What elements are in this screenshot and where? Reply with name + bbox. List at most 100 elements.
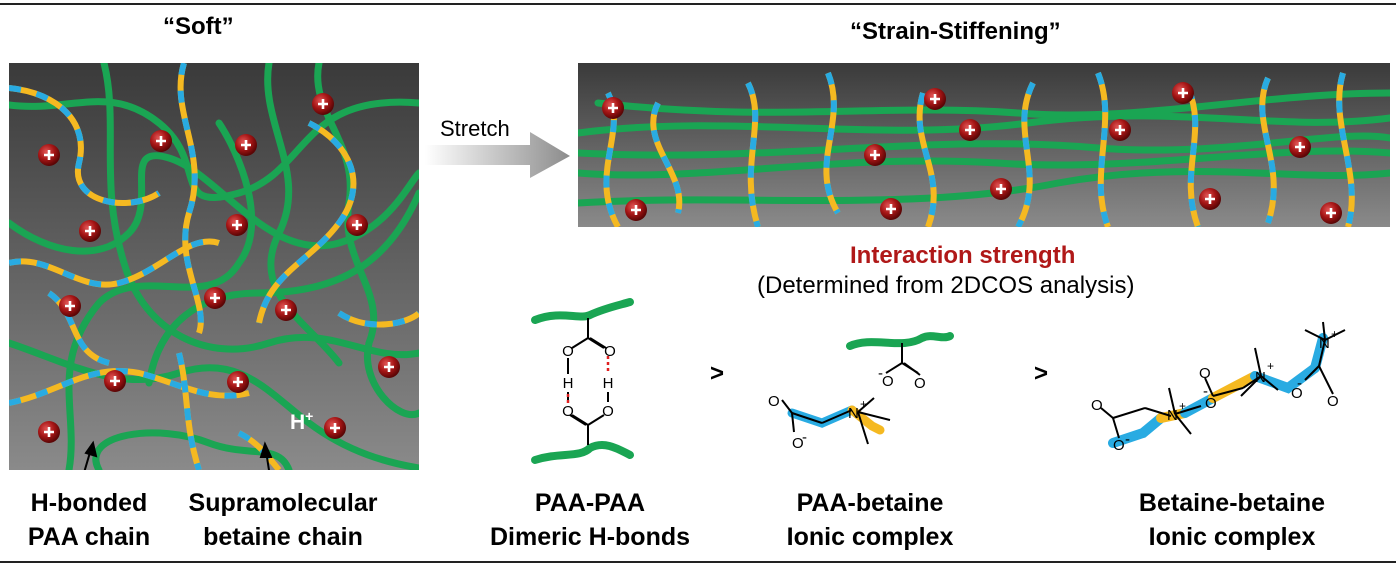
paa-backbone — [531, 298, 634, 324]
svg-text:+: + — [1267, 359, 1274, 373]
cation-icon — [150, 130, 172, 152]
cation-icon — [924, 88, 946, 110]
paa-chain — [100, 63, 419, 359]
svg-text:O: O — [604, 343, 616, 360]
paa-chain — [578, 112, 1390, 137]
greater-than-sign: > — [1034, 360, 1049, 387]
cation-icon — [346, 214, 368, 236]
cation-icon — [990, 178, 1012, 200]
interaction-strength-title: Interaction strength — [850, 242, 1076, 269]
cations — [38, 93, 400, 443]
svg-text:+: + — [1179, 399, 1186, 413]
svg-text:O: O — [1327, 393, 1339, 410]
cation-icon — [378, 356, 400, 378]
svg-text:-: - — [802, 429, 807, 446]
svg-text:O: O — [1205, 395, 1217, 412]
svg-text:+: + — [860, 397, 867, 411]
paa-chain — [65, 119, 256, 470]
svg-text:+: + — [1331, 327, 1338, 341]
svg-text:O: O — [1091, 397, 1103, 414]
cation-icon — [104, 370, 126, 392]
betaine-betaine-structure: O O - N + O O - N + O - O N + — [1091, 321, 1346, 454]
cation-icon — [1199, 188, 1221, 210]
cation-icon — [864, 144, 886, 166]
paa-chain — [264, 63, 343, 367]
strain-cations — [602, 82, 1342, 224]
betaine-chain-segment — [9, 85, 161, 206]
cation-icon — [1289, 136, 1311, 158]
cation-icon — [312, 93, 334, 115]
stretch-label: Stretch — [440, 116, 510, 141]
svg-text:-: - — [878, 365, 883, 382]
betaine-chain — [9, 368, 250, 406]
cation-icon — [275, 299, 297, 321]
cation-icon — [38, 421, 60, 443]
svg-text:-: - — [1203, 383, 1208, 400]
cation-icon — [625, 199, 647, 221]
strain-stiffening-title: “Strain-Stiffening” — [850, 18, 1061, 45]
soft-title: “Soft” — [163, 13, 234, 40]
svg-text:N: N — [1255, 369, 1266, 386]
svg-text:O: O — [1113, 437, 1125, 454]
cation-icon — [959, 119, 981, 141]
svg-text:-: - — [1297, 375, 1302, 392]
paa-chain — [578, 167, 1390, 207]
cation-icon — [1320, 202, 1342, 224]
cation-icon — [204, 287, 226, 309]
svg-text:N: N — [848, 405, 859, 422]
cation-icon — [59, 295, 81, 317]
cation-icon — [235, 134, 257, 156]
svg-text:O: O — [914, 375, 926, 392]
paa-paa-dimer-structure: O O H H O O — [531, 298, 634, 464]
cation-icon — [880, 198, 902, 220]
paa-chains — [9, 63, 419, 470]
cation-icon — [1109, 119, 1131, 141]
cation-icon — [227, 371, 249, 393]
interaction-strength-subtitle: (Determined from 2DCOS analysis) — [757, 272, 1135, 299]
legend-pointer-arrows — [83, 440, 273, 470]
svg-text:O: O — [768, 393, 780, 410]
cation-icon — [79, 220, 101, 242]
paa-backbone — [531, 441, 634, 464]
svg-text:H: H — [563, 375, 574, 392]
strain-stiffening-network-panel — [578, 63, 1390, 227]
cation-icon — [602, 97, 624, 119]
bottom-border — [0, 561, 1396, 563]
paa-chain — [314, 63, 419, 419]
cation-icon — [38, 144, 60, 166]
greater-than-sign: > — [710, 360, 725, 387]
svg-text:O: O — [602, 403, 614, 420]
svg-text:O: O — [792, 435, 804, 452]
proton-label: H+ — [290, 408, 313, 434]
svg-text:O: O — [1199, 365, 1211, 382]
paa-chain — [578, 132, 1390, 159]
top-border — [0, 3, 1396, 5]
cation-icon — [324, 417, 346, 439]
svg-text:N: N — [1167, 407, 1178, 424]
svg-text:O: O — [1291, 385, 1303, 402]
betaine-chain — [177, 63, 204, 334]
betaine-chain-segment — [337, 310, 419, 328]
svg-text:O: O — [882, 373, 894, 390]
paa-backbone — [846, 332, 954, 350]
soft-network-panel: H+ — [9, 63, 419, 470]
betaine-chain-segment — [9, 238, 220, 288]
paa-chain — [92, 429, 293, 470]
paa-chain — [145, 189, 419, 387]
cation-icon — [1172, 82, 1194, 104]
betaine-chain-segment — [47, 290, 110, 366]
betaine-chain-segment — [256, 120, 357, 324]
cation-icon — [226, 214, 248, 236]
svg-text:H: H — [603, 375, 614, 392]
stretched-betaine-chains — [603, 71, 1355, 227]
svg-text:O: O — [562, 403, 574, 420]
betaine-chain-segment — [176, 352, 202, 470]
paa-betaine-structure: - O O O O - N + — [768, 332, 954, 452]
svg-text:N: N — [1319, 335, 1330, 352]
svg-text:O: O — [562, 343, 574, 360]
